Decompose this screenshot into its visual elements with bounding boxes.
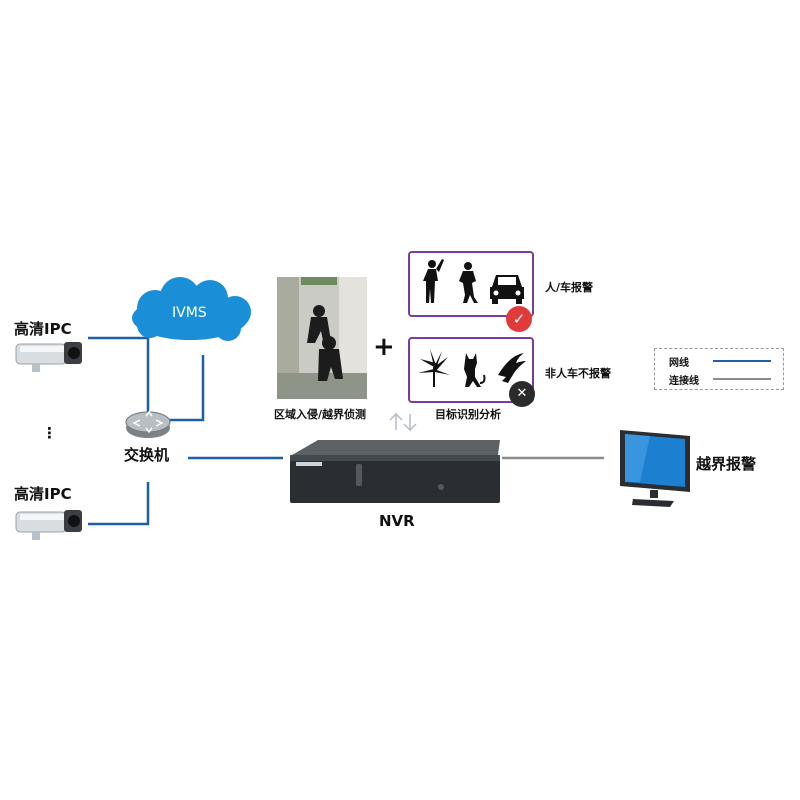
network-line-camera-bottom <box>88 482 150 526</box>
network-line-camera-top <box>88 336 150 420</box>
legend-connect-label: 连接线 <box>669 376 699 387</box>
legend-network-label: 网线 <box>669 358 689 369</box>
cross-icon: ✕ <box>509 381 535 407</box>
photo-caption: 区域入侵/越界侦测 <box>274 408 367 421</box>
plus-sign: + <box>373 332 395 362</box>
switch-icon <box>125 410 171 438</box>
cat-icon <box>464 353 486 387</box>
cloud-icon <box>132 277 251 341</box>
car-icon <box>490 275 524 304</box>
person-icon <box>423 259 444 303</box>
switch-label: 交换机 <box>124 446 170 464</box>
network-line-ivms <box>168 355 205 422</box>
cloud-label: IVMS <box>172 305 207 321</box>
monitor-icon <box>620 430 690 507</box>
camera-icon <box>15 510 82 540</box>
no-alarm-label: 非人车不报警 <box>545 367 611 380</box>
ellipsis: ⋮ <box>42 424 57 442</box>
plant-icon <box>418 349 450 387</box>
legend-network-line <box>713 360 771 362</box>
camera-icon <box>15 342 82 372</box>
person-icon <box>307 305 343 381</box>
camera-top-label: 高清IPC <box>14 320 72 338</box>
person-icon <box>459 262 478 303</box>
camera-bottom-label: 高清IPC <box>14 485 72 503</box>
check-icon: ✓ <box>506 306 532 332</box>
recognition-caption: 目标识别分析 <box>435 408 501 421</box>
nvr-icon <box>290 440 500 503</box>
sync-arrows-icon <box>389 412 417 432</box>
nvr-label: NVR <box>379 512 415 530</box>
legend: 网线 连接线 <box>654 348 784 390</box>
intrusion-photo <box>277 277 367 399</box>
legend-connect-line <box>713 378 771 380</box>
bird-icon <box>498 353 526 383</box>
network-lines <box>88 336 283 526</box>
alarm-label: 人/车报警 <box>545 281 594 294</box>
monitor-label: 越界报警 <box>696 455 757 473</box>
